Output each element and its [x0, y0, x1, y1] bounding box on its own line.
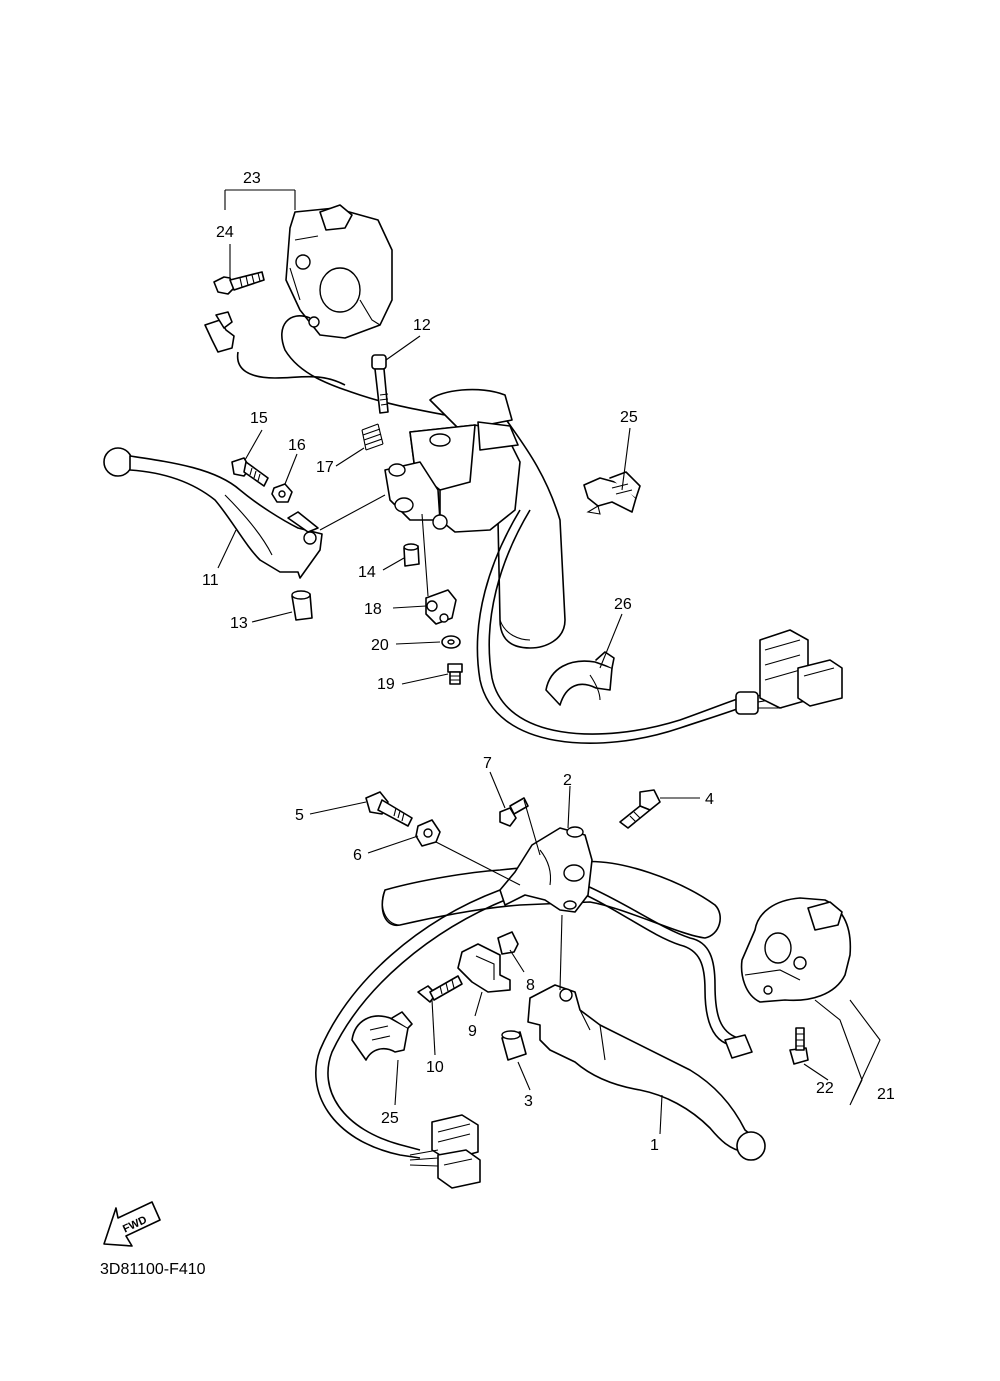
clamp-26 — [545, 651, 615, 706]
lever-1 — [527, 984, 766, 1161]
lever-holder-2 — [499, 826, 593, 913]
switch-wire-left — [204, 311, 446, 416]
callout-16: 16 — [288, 437, 306, 454]
collar-8 — [497, 931, 519, 955]
nut-16 — [271, 483, 293, 503]
callout-8: 8 — [526, 977, 535, 994]
lever-11 — [103, 447, 323, 579]
switch-18 — [425, 589, 457, 625]
screw-19 — [447, 663, 463, 685]
callout-11: 11 — [202, 572, 219, 589]
collar-3 — [501, 1030, 527, 1061]
spring-17 — [361, 423, 384, 451]
callout-17: 17 — [316, 459, 334, 476]
callout-18: 18 — [364, 601, 382, 618]
screw-22 — [789, 1027, 809, 1065]
callout-4: 4 — [705, 791, 714, 808]
diagram-code: 3D81100-F410 — [100, 1261, 206, 1278]
callout-5: 5 — [295, 807, 304, 824]
callout-9: 9 — [468, 1023, 477, 1040]
callout-25-upper: 25 — [620, 409, 638, 426]
callout-20: 20 — [371, 637, 389, 654]
callout-24: 24 — [216, 224, 234, 241]
callout-19: 19 — [377, 676, 395, 693]
screw-7 — [499, 797, 529, 827]
callout-2: 2 — [563, 772, 572, 789]
callout-14: 14 — [358, 564, 376, 581]
bolt-12 — [371, 354, 389, 414]
bolt-4 — [619, 789, 661, 829]
washer-20 — [441, 635, 461, 649]
callout-21: 21 — [877, 1086, 895, 1103]
upper-handlebar — [429, 388, 566, 649]
callout-7: 7 — [483, 755, 492, 772]
callout-23: 23 — [243, 170, 261, 187]
nut-6 — [415, 819, 441, 847]
callout-22: 22 — [816, 1080, 834, 1097]
callout-26: 26 — [614, 596, 632, 613]
lower-connector — [409, 1114, 481, 1189]
master-cylinder — [384, 421, 521, 533]
collar-13 — [291, 590, 313, 621]
callout-15: 15 — [250, 410, 268, 427]
bolt-15 — [231, 457, 269, 487]
switch-housing-right — [740, 897, 852, 1003]
screw-10 — [417, 975, 463, 1003]
switch-9 — [457, 943, 511, 993]
callout-3: 3 — [524, 1093, 533, 1110]
callouts: 23 24 12 15 16 17 25 11 14 26 18 13 20 1… — [202, 170, 895, 1154]
callout-12: 12 — [413, 317, 431, 334]
bolt-5 — [365, 791, 413, 827]
switch-housing-left — [285, 204, 393, 339]
lower-wiring-harness — [315, 884, 753, 1159]
collar-14 — [403, 543, 420, 567]
leader-lines — [217, 189, 881, 1135]
screw-24 — [213, 271, 265, 295]
clamp-25-lower — [351, 1011, 413, 1061]
fwd-arrow-icon — [103, 1201, 161, 1247]
callout-10: 10 — [426, 1059, 444, 1076]
callout-6: 6 — [353, 847, 362, 864]
callout-13: 13 — [230, 615, 248, 632]
clamp-25-upper — [583, 471, 641, 515]
upper-connector — [759, 629, 843, 709]
callout-1: 1 — [650, 1137, 659, 1154]
callout-25-lower: 25 — [381, 1110, 399, 1127]
